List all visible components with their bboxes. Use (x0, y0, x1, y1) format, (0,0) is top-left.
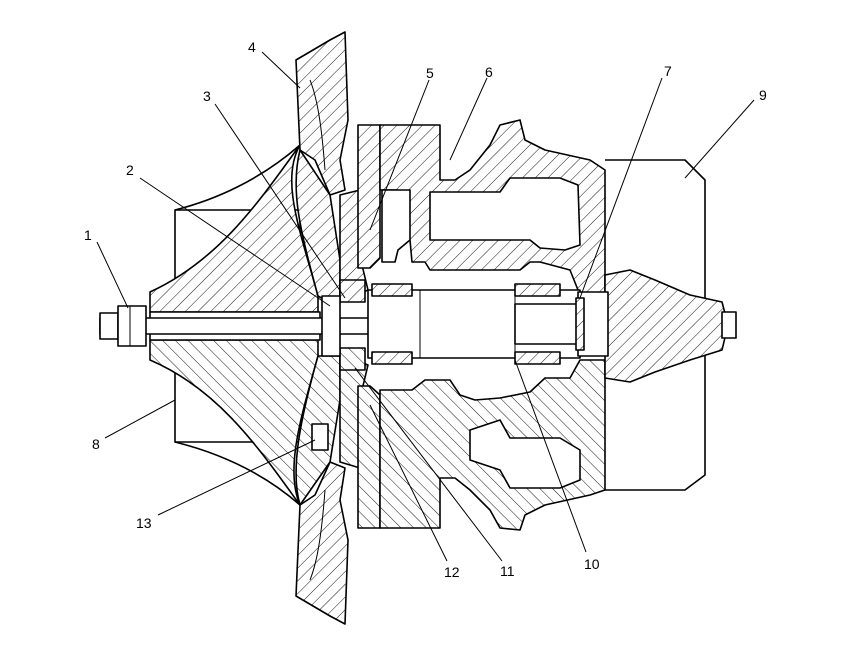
journal-bearings (371, 283, 561, 365)
locknut (99, 305, 147, 347)
callout-10: 10 (584, 556, 600, 572)
compressor-back-plate (295, 31, 349, 625)
bolt (311, 423, 329, 451)
callout-9: 9 (759, 87, 767, 103)
callout-6: 6 (485, 64, 493, 80)
callout-13: 13 (136, 515, 152, 531)
bearing-housing (379, 119, 606, 531)
callout-8: 8 (92, 436, 100, 452)
callout-3: 3 (203, 88, 211, 104)
callout-12: 12 (444, 564, 460, 580)
thrust-components (321, 279, 366, 371)
callout-5: 5 (426, 65, 434, 81)
piston-ring (575, 297, 585, 351)
leader-lines (96, 51, 755, 562)
callout-1: 1 (84, 227, 92, 243)
callout-labels: 1 2 3 4 5 6 7 8 9 10 11 12 13 (84, 39, 767, 580)
shaft (99, 289, 586, 359)
callout-11: 11 (500, 563, 515, 579)
callout-4: 4 (248, 39, 256, 55)
callout-7: 7 (664, 63, 672, 79)
callout-2: 2 (126, 162, 134, 178)
